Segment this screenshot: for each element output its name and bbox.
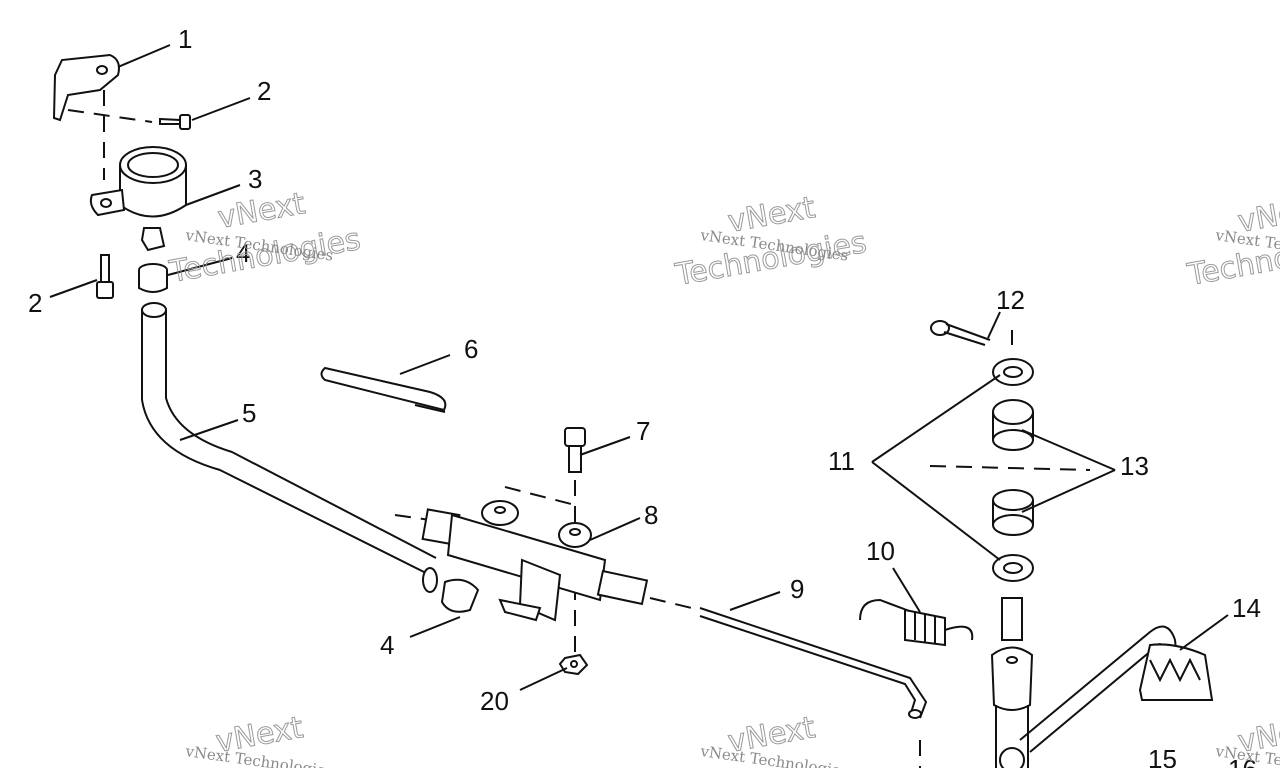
callout-labels: 1 2 3 2 4 5 6 7 8 9 4 20 10 11 12 13 14 … xyxy=(28,24,1261,768)
callout-4-lower: 4 xyxy=(380,630,394,660)
part-nut xyxy=(558,653,589,676)
callout-12: 12 xyxy=(996,285,1025,315)
callout-11: 11 xyxy=(828,446,855,476)
callout-20: 20 xyxy=(480,686,509,716)
callout-7: 7 xyxy=(636,416,650,446)
callout-14: 14 xyxy=(1232,593,1261,623)
part-push-rod xyxy=(699,607,928,768)
watermark-top-center: vNext Technologies vNext Technologies xyxy=(672,190,870,294)
callout-16: 16 xyxy=(1228,754,1257,768)
watermark-vnext: vNext xyxy=(215,186,308,236)
part-screw-top xyxy=(159,114,191,130)
watermark-top-right: vNext Technologies vNext Technologies xyxy=(1184,190,1280,294)
part-sleeve xyxy=(320,366,447,413)
callout-5: 5 xyxy=(242,398,256,428)
part-hose xyxy=(141,302,438,593)
watermark-bottom-left: vNext vNext Technologies xyxy=(183,710,334,768)
callout-8: 8 xyxy=(644,500,658,530)
callout-4-top: 4 xyxy=(236,238,250,268)
callout-2-lower: 2 xyxy=(28,288,42,318)
callout-2-top: 2 xyxy=(257,76,271,106)
callout-15: 15 xyxy=(1148,744,1177,768)
part-reservoir xyxy=(89,146,187,252)
part-washers-bushings xyxy=(871,358,1116,582)
part-clamp-lower xyxy=(440,578,480,613)
part-bolt-lower xyxy=(96,254,114,299)
callout-1: 1 xyxy=(178,24,192,54)
part-bracket xyxy=(52,53,153,180)
part-clamp-upper xyxy=(138,263,168,293)
watermark-bottom-center: vNext vNext Technologies xyxy=(698,710,849,768)
part-cotter-pin xyxy=(930,320,1013,346)
part-brake-pedal xyxy=(990,597,1214,768)
callout-3: 3 xyxy=(248,164,262,194)
callout-6: 6 xyxy=(464,334,478,364)
part-master-cylinder xyxy=(394,486,701,622)
watermark-bottom-right: vNext vNext Technologies xyxy=(1213,710,1280,768)
callout-13: 13 xyxy=(1120,451,1149,481)
leader-lines xyxy=(49,44,1229,691)
callout-10: 10 xyxy=(866,536,895,566)
part-spring xyxy=(859,598,974,647)
callout-9: 9 xyxy=(790,574,804,604)
